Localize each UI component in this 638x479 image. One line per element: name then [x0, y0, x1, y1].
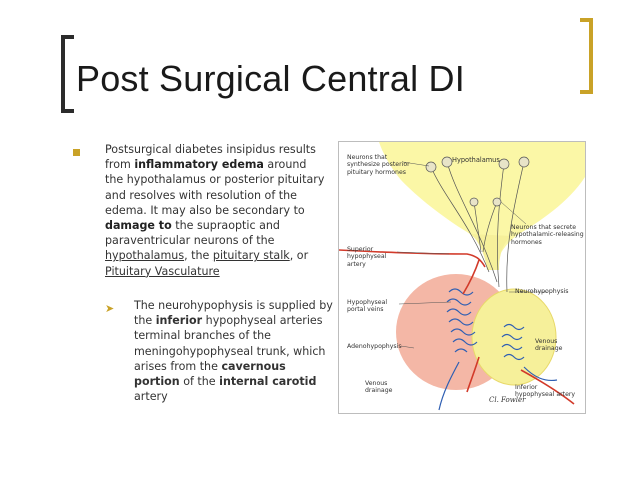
right-bracket-decoration [580, 18, 593, 94]
main-bullet-text: Postsurgical diabetes insipidus results … [105, 142, 325, 279]
neuron-body [498, 158, 510, 170]
neuron-axon [430, 166, 490, 273]
bullet-text-1: Postsurgical diabetes insipidus results … [105, 143, 316, 172]
sub-bold-3: internal carotid [219, 375, 317, 389]
neuron-axon [473, 201, 482, 253]
label-portal-veins: Hypophyseal portal veins [347, 299, 387, 314]
neuron-axon [446, 161, 498, 283]
portal-capillary-network [446, 288, 478, 353]
neuron-body [518, 156, 530, 168]
label-line: Superior [347, 246, 374, 253]
label-hypothalamus: Hypothalamus [452, 156, 500, 164]
label-line: hormones [511, 238, 542, 246]
label-line: Venous [535, 338, 558, 345]
pituitary-illustration [339, 142, 585, 411]
sub-text-2: hypophyseal arteries terminal branches o… [134, 314, 326, 373]
posterior-capillary-network [501, 323, 525, 361]
label-line: hypophyseal [347, 253, 387, 261]
bullet-text-3: the supraoptic and paraventricular neuro… [105, 219, 280, 248]
pituitary-vasculature-link: Pituitary Vasculature [105, 264, 220, 278]
sub-text-1: The neurohypophysis is supplied by the [134, 299, 333, 328]
neuron-axon [497, 163, 505, 288]
label-line: drainage [365, 387, 393, 395]
label-line: Neurons that [347, 154, 388, 161]
label-venous-drainage-right: Venous drainage [535, 338, 562, 353]
label-line: artery [347, 260, 366, 268]
bullet-text-2: around the hypothalamus or posterior pit… [105, 158, 325, 217]
neuron-axon [506, 161, 525, 293]
label-superior-artery: Superior hypophyseal artery [347, 246, 386, 268]
neuron-axon [482, 201, 498, 253]
leader-line [400, 345, 415, 349]
artery-branch [466, 356, 480, 393]
bullet-marker-icon [73, 149, 80, 156]
leader-line [500, 201, 527, 225]
bullet-text-4: , the [184, 249, 213, 263]
label-adenohypophysis: Adenohypophysis [347, 343, 402, 350]
sub-text-3: of the [179, 375, 220, 389]
leader-line [398, 301, 452, 305]
label-line: hypophyseal artery [515, 391, 576, 399]
superior-hypophyseal-artery [339, 249, 486, 268]
neurohypophysis-shape [471, 288, 557, 386]
label-line: hypothalamic-releasing [511, 231, 584, 239]
leader-line [402, 161, 430, 167]
label-line: pituitary hormones [347, 168, 407, 176]
neuron-body [425, 161, 437, 173]
label-neurons-releasing: Neurons that secrete hypothalamic-releas… [511, 224, 584, 246]
bullet-text-5: , or [289, 249, 309, 263]
neuron-body [441, 156, 453, 168]
illustrator-signature: Cl. Fowler [489, 396, 526, 404]
label-venous-drainage-left: Venous drainage [365, 380, 392, 395]
label-inferior-artery: Inferior hypophyseal artery [515, 384, 575, 399]
venous-drainage-vessel [523, 366, 558, 382]
label-neurohypophysis: Neurohypophysis [515, 288, 569, 295]
sub-bullet-text: The neurohypophysis is supplied by the i… [134, 298, 334, 404]
hypothalamus-link: hypothalamus [105, 249, 185, 263]
neuron-body [469, 197, 479, 207]
pituitary-diagram: Neurons that synthesize posterior pituit… [338, 141, 586, 414]
pituitary-stalk-link: pituitary stalk [212, 249, 290, 263]
label-line: synthesize posterior [347, 161, 410, 169]
neuron-body [492, 197, 502, 207]
venous-drainage-vessel [438, 361, 460, 411]
sub-bold-2: cavernous portion [134, 359, 286, 389]
label-line: Inferior [515, 384, 538, 391]
pituitary-stalk-shape [471, 234, 511, 270]
sub-text-4: artery [134, 390, 168, 404]
sub-bold-1: inferior [155, 314, 203, 328]
label-line: Venous [365, 380, 388, 387]
label-line: drainage [535, 345, 563, 353]
bullet-bold-1: inflammatory edema [134, 158, 264, 172]
label-line: portal veins [347, 306, 384, 314]
leader-line [396, 251, 450, 255]
label-line: Neurons that secrete [511, 224, 577, 231]
label-line: Hypophyseal [347, 299, 388, 306]
sub-bullet-arrow-icon: ➤ [105, 302, 115, 315]
inferior-hypophyseal-artery [520, 369, 575, 405]
artery-branch [462, 259, 480, 295]
bullet-bold-2: damage to [105, 219, 172, 233]
label-neurons-posterior: Neurons that synthesize posterior pituit… [347, 154, 410, 176]
left-bracket-decoration [61, 35, 74, 113]
slide-title: Post Surgical Central DI [76, 58, 465, 99]
